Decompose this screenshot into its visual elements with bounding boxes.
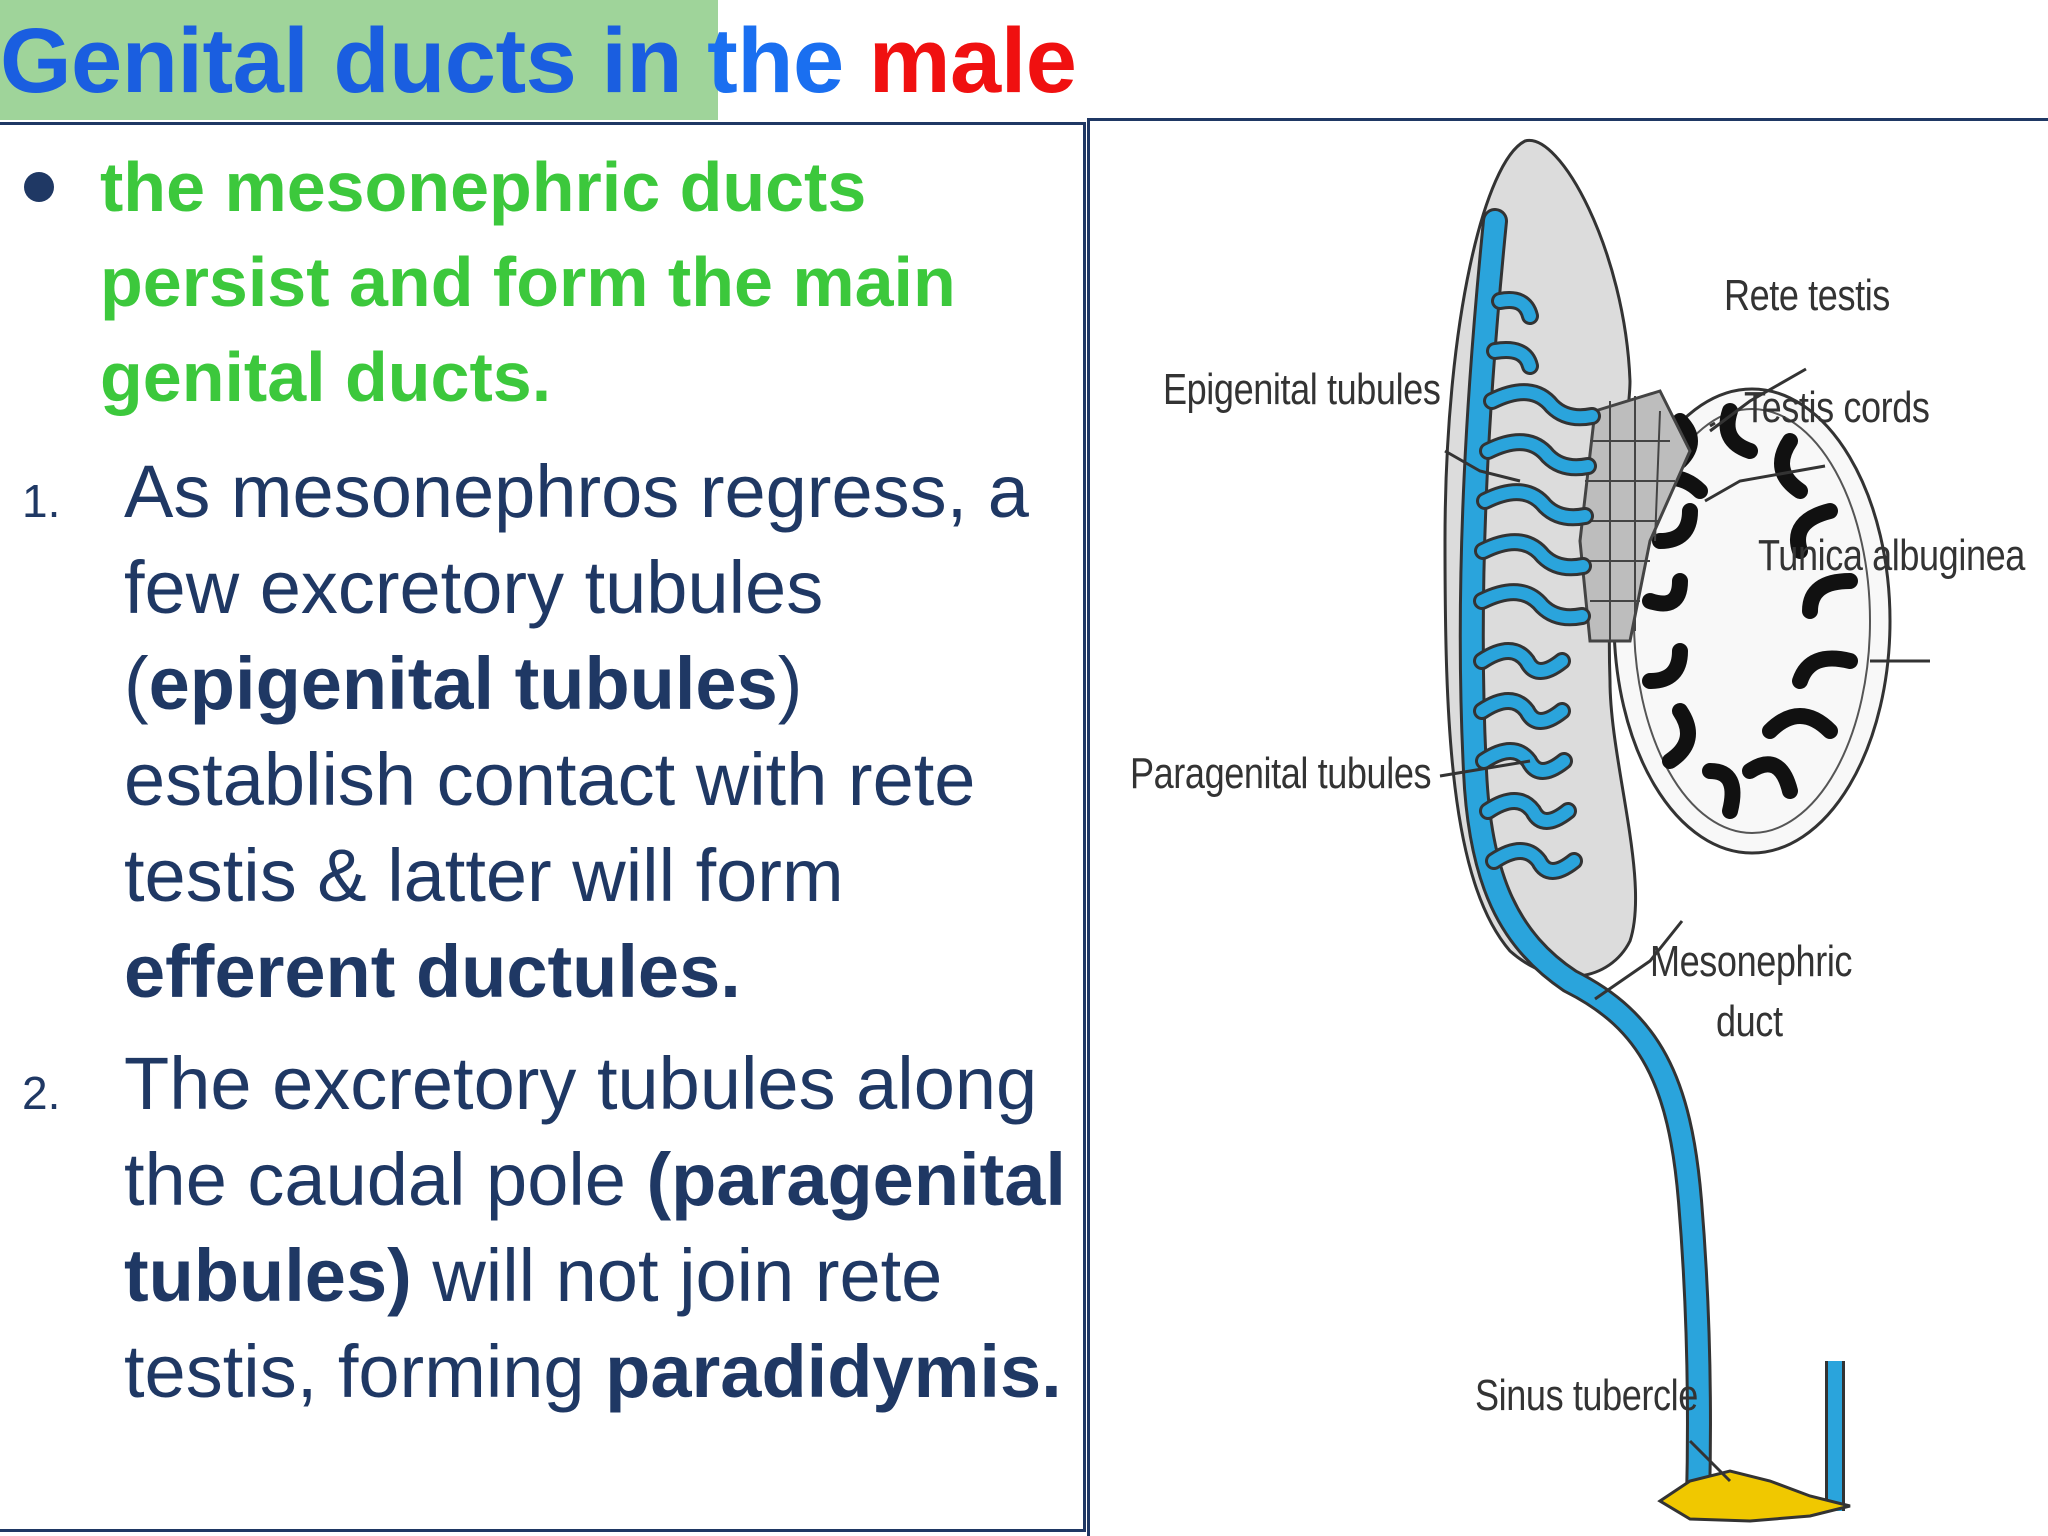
bullet-text: the mesonephric ducts persist and form t… xyxy=(100,148,956,416)
item-2-term-paragenital: (paragenital tubules) xyxy=(124,1138,1066,1317)
item-1-number: 1. xyxy=(22,475,61,527)
title-highlight xyxy=(0,0,718,120)
label-paragenital-tubules: Paragenital tubules xyxy=(1130,749,1432,798)
label-tunica-albuginea: Tunica albuginea xyxy=(1758,531,2025,580)
item-1-text: As mesonephros regress, a few excretory … xyxy=(124,444,1074,1020)
item-2-text: The excretory tubules along the caudal p… xyxy=(124,1036,1074,1420)
title-part-1: Genital ducts in xyxy=(0,10,683,112)
item-1-term-efferent: efferent ductules. xyxy=(124,930,741,1013)
item-2-number: 2. xyxy=(22,1067,61,1119)
item-2-term-paradidymis: paradidymis. xyxy=(605,1330,1062,1413)
label-duct: duct xyxy=(1716,997,1783,1046)
title-part-3: male xyxy=(868,10,1077,112)
label-testis-cords: Testis cords xyxy=(1744,383,1930,432)
label-mesonephric: Mesonephric xyxy=(1650,937,1853,986)
bullet-dot-icon xyxy=(24,172,54,202)
item-2-seg2: will not join rete testis, forming xyxy=(124,1234,943,1413)
slide-title: Genital ducts in the male xyxy=(0,6,1077,116)
label-sinus-tubercle: Sinus tubercle xyxy=(1475,1371,1698,1420)
leader-lines xyxy=(1439,367,1930,1483)
sinus-tubercle xyxy=(1657,1469,1851,1523)
item-2-seg1: The excretory tubules along the caudal p… xyxy=(124,1042,1038,1221)
item-1-seg1: As mesonephros regress, a few excretory … xyxy=(124,450,1029,725)
mesonephric-duct-fill xyxy=(1461,211,1710,1511)
text-panel xyxy=(0,122,1086,1532)
rete-mesh xyxy=(1585,396,1675,641)
item-1-seg2: ) establish contact with rete testis & l… xyxy=(124,642,976,917)
title-part-2: the xyxy=(682,10,869,112)
diagram-panel: Rete testis Testis cords Tunica albugine… xyxy=(1087,118,2048,1536)
label-rete-testis: Rete testis xyxy=(1724,271,1890,320)
item-1-term-epigenital: epigenital tubules xyxy=(148,642,778,725)
label-epigenital-tubules: Epigenital tubules xyxy=(1163,365,1441,414)
genital-ducts-diagram xyxy=(1439,139,1930,1523)
